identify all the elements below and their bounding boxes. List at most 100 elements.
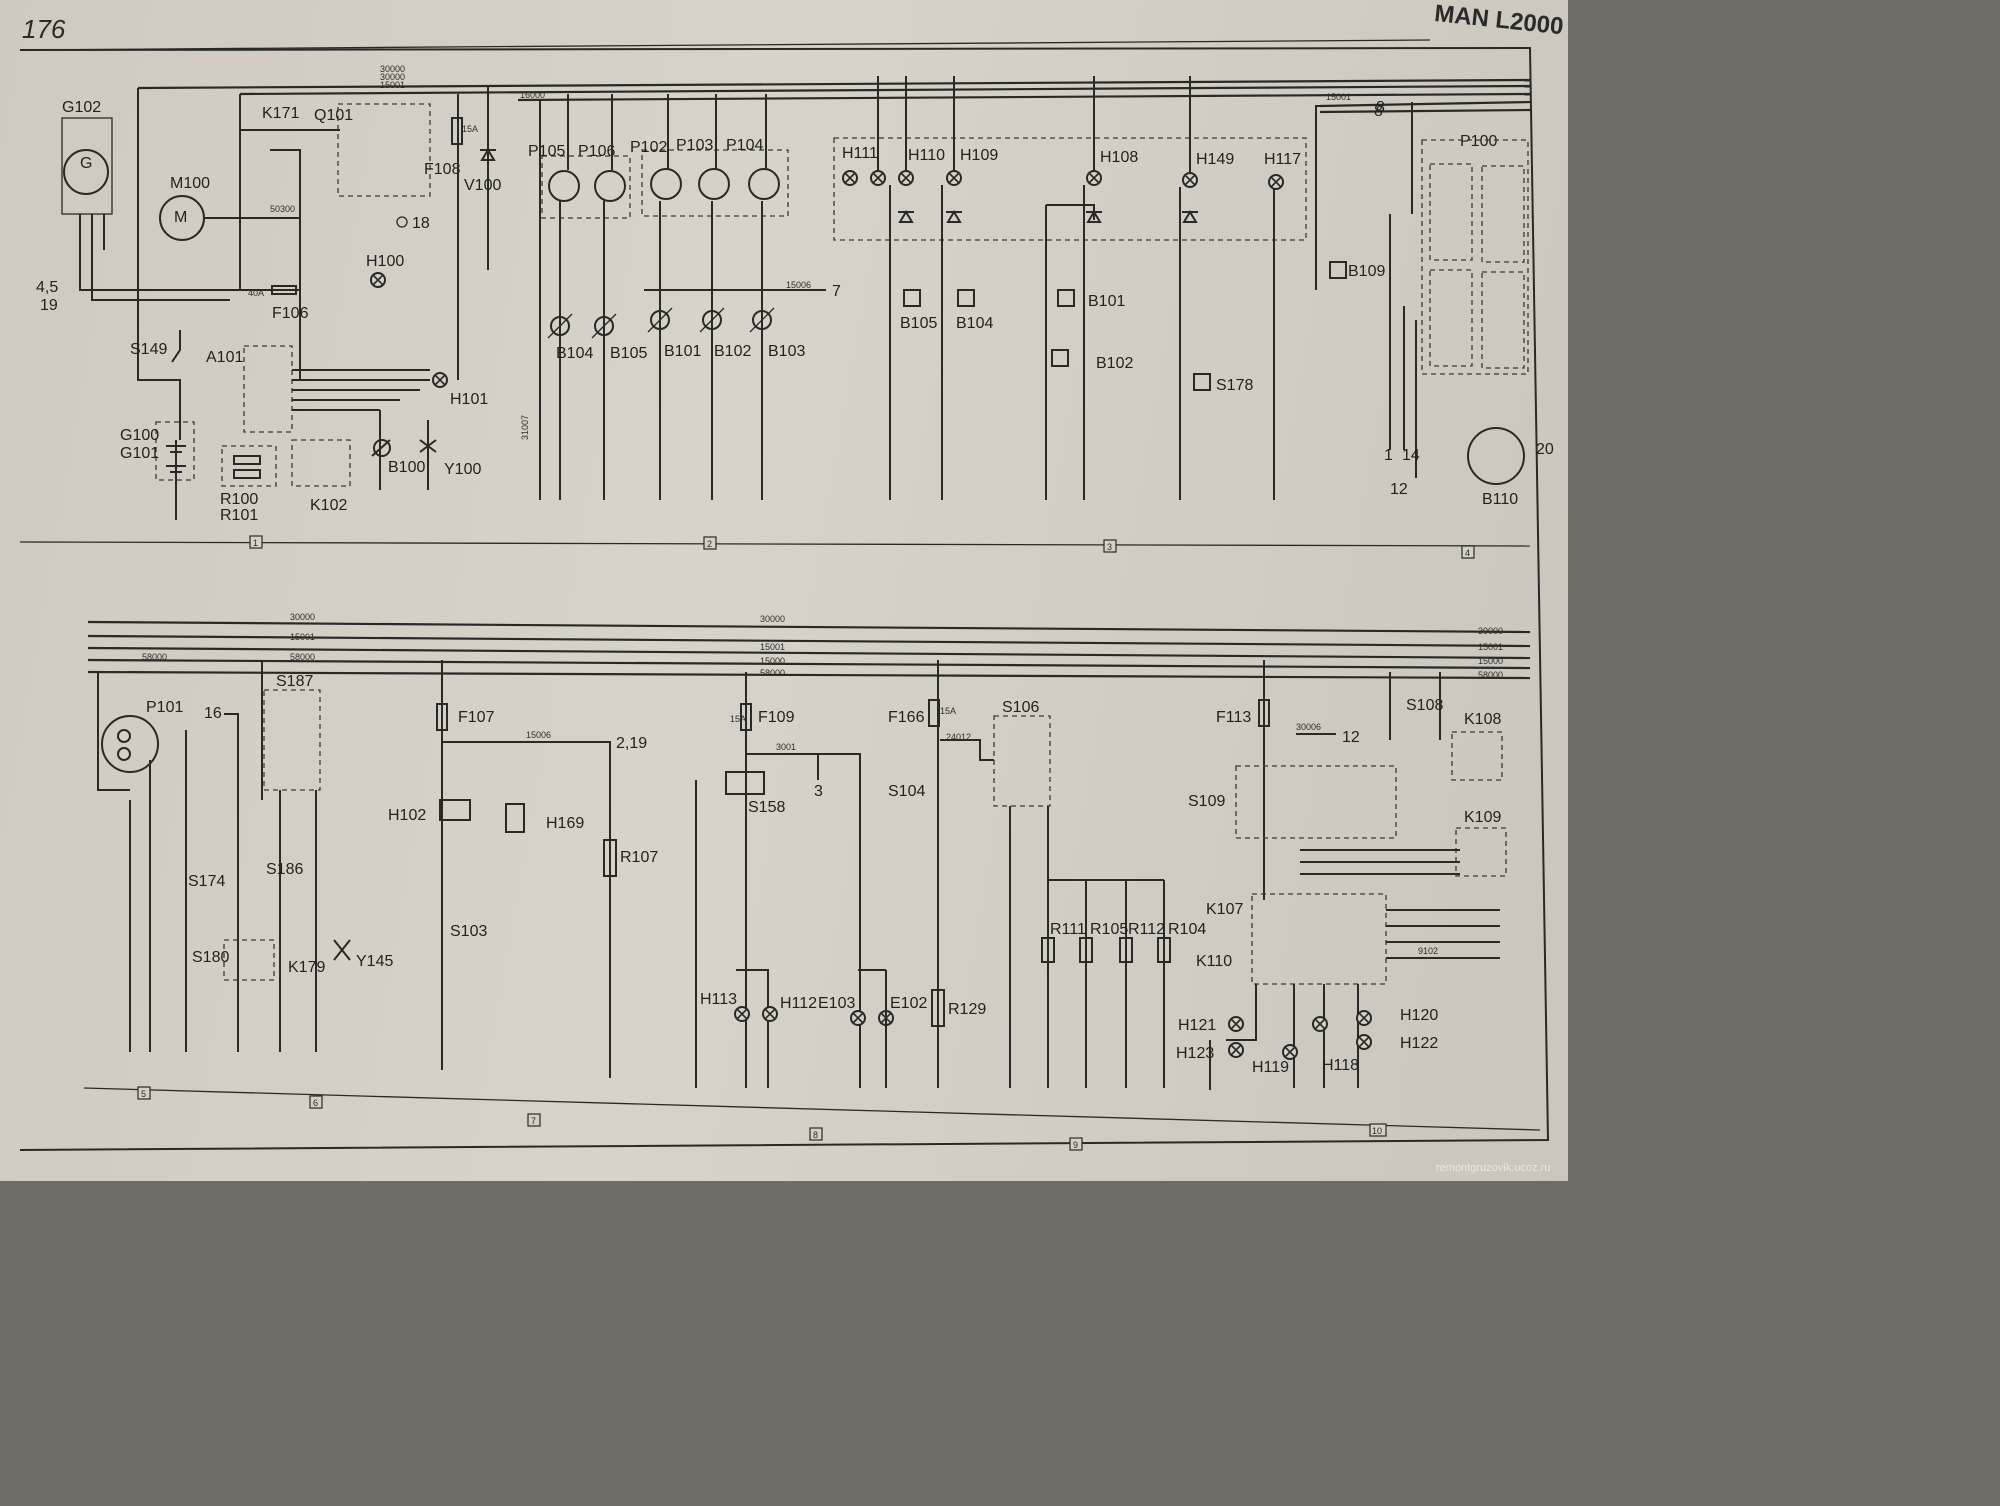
svg-text:15001: 15001 xyxy=(1478,642,1503,652)
svg-text:E102: E102 xyxy=(890,995,927,1012)
svg-text:H117: H117 xyxy=(1264,151,1301,168)
label-m100: M100 xyxy=(170,175,210,192)
svg-text:3: 3 xyxy=(1107,542,1112,552)
svg-text:H169: H169 xyxy=(546,815,584,832)
svg-text:9102: 9102 xyxy=(1418,946,1438,956)
svg-text:9: 9 xyxy=(1073,1140,1078,1150)
svg-text:B101: B101 xyxy=(1088,293,1125,310)
svg-text:K102: K102 xyxy=(310,497,347,514)
svg-text:R100: R100 xyxy=(220,491,258,508)
svg-text:Y100: Y100 xyxy=(444,461,481,478)
svg-text:R129: R129 xyxy=(948,1001,986,1018)
svg-text:B110: B110 xyxy=(1482,491,1518,508)
svg-text:1: 1 xyxy=(253,538,258,548)
svg-text:H108: H108 xyxy=(1100,149,1138,166)
svg-text:15001: 15001 xyxy=(1326,92,1351,102)
svg-text:H118: H118 xyxy=(1322,1057,1359,1074)
svg-text:15001: 15001 xyxy=(290,632,315,642)
svg-text:B109: B109 xyxy=(1348,263,1385,280)
section-9-switch: F166 15A S106 24012 R111 R105 R112 R104 xyxy=(888,699,1206,1088)
svg-text:30000: 30000 xyxy=(290,612,315,622)
svg-text:E103: E103 xyxy=(818,995,855,1012)
svg-text:R101: R101 xyxy=(220,507,258,524)
svg-text:K110: K110 xyxy=(1196,953,1232,970)
svg-text:H122: H122 xyxy=(1400,1035,1438,1052)
svg-text:H112: H112 xyxy=(780,995,817,1012)
lamp-h101 xyxy=(432,372,448,388)
svg-text:30000: 30000 xyxy=(380,72,405,82)
section-3-warning-lamps: H111 H110 H109 H108 H149 H117 B xyxy=(833,76,1413,500)
svg-text:4,5: 4,5 xyxy=(36,279,58,296)
svg-text:5: 5 xyxy=(141,1089,146,1099)
svg-text:H113: H113 xyxy=(700,991,737,1008)
svg-text:F166: F166 xyxy=(888,709,925,726)
svg-text:S106: S106 xyxy=(1002,699,1039,716)
svg-text:P104: P104 xyxy=(726,137,763,154)
section-marker-8: 8 xyxy=(809,1127,823,1141)
section-marker-2: 2 xyxy=(703,536,717,550)
svg-text:58000: 58000 xyxy=(142,652,167,662)
svg-text:S103: S103 xyxy=(450,923,487,940)
svg-text:R105: R105 xyxy=(1090,921,1128,938)
section-markers: 1 2 3 4 5 6 7 8 9 10 xyxy=(137,535,1475,1151)
svg-text:F108: F108 xyxy=(424,161,461,178)
svg-text:8: 8 xyxy=(1376,99,1385,116)
svg-text:B105: B105 xyxy=(610,345,647,362)
svg-text:F113: F113 xyxy=(1216,709,1251,726)
page-number: 176 xyxy=(22,14,66,44)
svg-text:15A: 15A xyxy=(730,714,746,724)
svg-text:24012: 24012 xyxy=(946,732,971,742)
svg-text:15006: 15006 xyxy=(526,730,551,740)
wiring-diagram-page: 176 MAN L2000 remontgruzovik.ucoz.ru 300… xyxy=(0,0,1568,1181)
svg-text:7: 7 xyxy=(832,283,841,300)
watermark: remontgruzovik.ucoz.ru xyxy=(1436,1162,1551,1174)
svg-text:P106: P106 xyxy=(578,143,615,160)
section-1-charging: G102 G 4,5 19 M100 M 50300 K171 Q101 18 xyxy=(36,86,501,524)
section-marker-5: 5 xyxy=(137,1086,151,1100)
svg-text:H120: H120 xyxy=(1400,1007,1438,1024)
svg-text:58000: 58000 xyxy=(760,668,785,678)
svg-text:58000: 58000 xyxy=(290,652,315,662)
svg-text:B104: B104 xyxy=(556,345,593,362)
svg-text:3001: 3001 xyxy=(776,742,796,752)
svg-text:H111: H111 xyxy=(842,145,878,162)
svg-text:A101: A101 xyxy=(206,349,243,366)
svg-text:S174: S174 xyxy=(188,873,225,890)
svg-text:P100: P100 xyxy=(1460,133,1497,150)
svg-text:B102: B102 xyxy=(714,343,751,360)
svg-text:1: 1 xyxy=(1384,447,1393,464)
svg-text:R104: R104 xyxy=(1168,921,1206,938)
svg-text:H149: H149 xyxy=(1196,151,1234,168)
svg-text:K109: K109 xyxy=(1464,809,1501,826)
svg-text:6: 6 xyxy=(313,1098,318,1108)
svg-text:S178: S178 xyxy=(1216,377,1253,394)
svg-text:K179: K179 xyxy=(288,959,325,976)
svg-text:3: 3 xyxy=(814,783,823,800)
svg-text:R107: R107 xyxy=(620,849,658,866)
svg-text:Y145: Y145 xyxy=(356,953,393,970)
svg-text:H102: H102 xyxy=(388,807,426,824)
section-marker-4: 4 xyxy=(1461,545,1475,559)
svg-text:30006: 30006 xyxy=(1296,722,1321,732)
svg-text:8: 8 xyxy=(813,1130,818,1140)
top-section-rule xyxy=(19,541,1531,547)
svg-text:2,19: 2,19 xyxy=(616,735,647,752)
svg-text:16: 16 xyxy=(204,705,222,722)
svg-text:50300: 50300 xyxy=(270,204,295,214)
svg-text:15001: 15001 xyxy=(760,642,785,652)
svg-text:20: 20 xyxy=(1536,441,1554,458)
header-rule xyxy=(19,39,1431,51)
svg-text:S187: S187 xyxy=(276,673,313,690)
section-4-tachograph: P100 1 14 12 20 B110 xyxy=(1384,133,1554,508)
svg-text:S186: S186 xyxy=(266,861,303,878)
svg-text:40A: 40A xyxy=(248,288,264,298)
section-marker-6: 6 xyxy=(309,1095,323,1109)
svg-text:12: 12 xyxy=(1342,729,1360,746)
svg-text:P101: P101 xyxy=(146,699,183,716)
svg-text:Q101: Q101 xyxy=(314,107,353,124)
section-10-turn-signals: F113 30006 12 S109 S108 K108 K109 K107 K… xyxy=(1176,660,1507,1090)
svg-text:19: 19 xyxy=(40,297,58,314)
svg-text:S109: S109 xyxy=(1188,793,1225,810)
svg-text:15A: 15A xyxy=(462,124,478,134)
section-marker-9: 9 xyxy=(1069,1137,1083,1151)
